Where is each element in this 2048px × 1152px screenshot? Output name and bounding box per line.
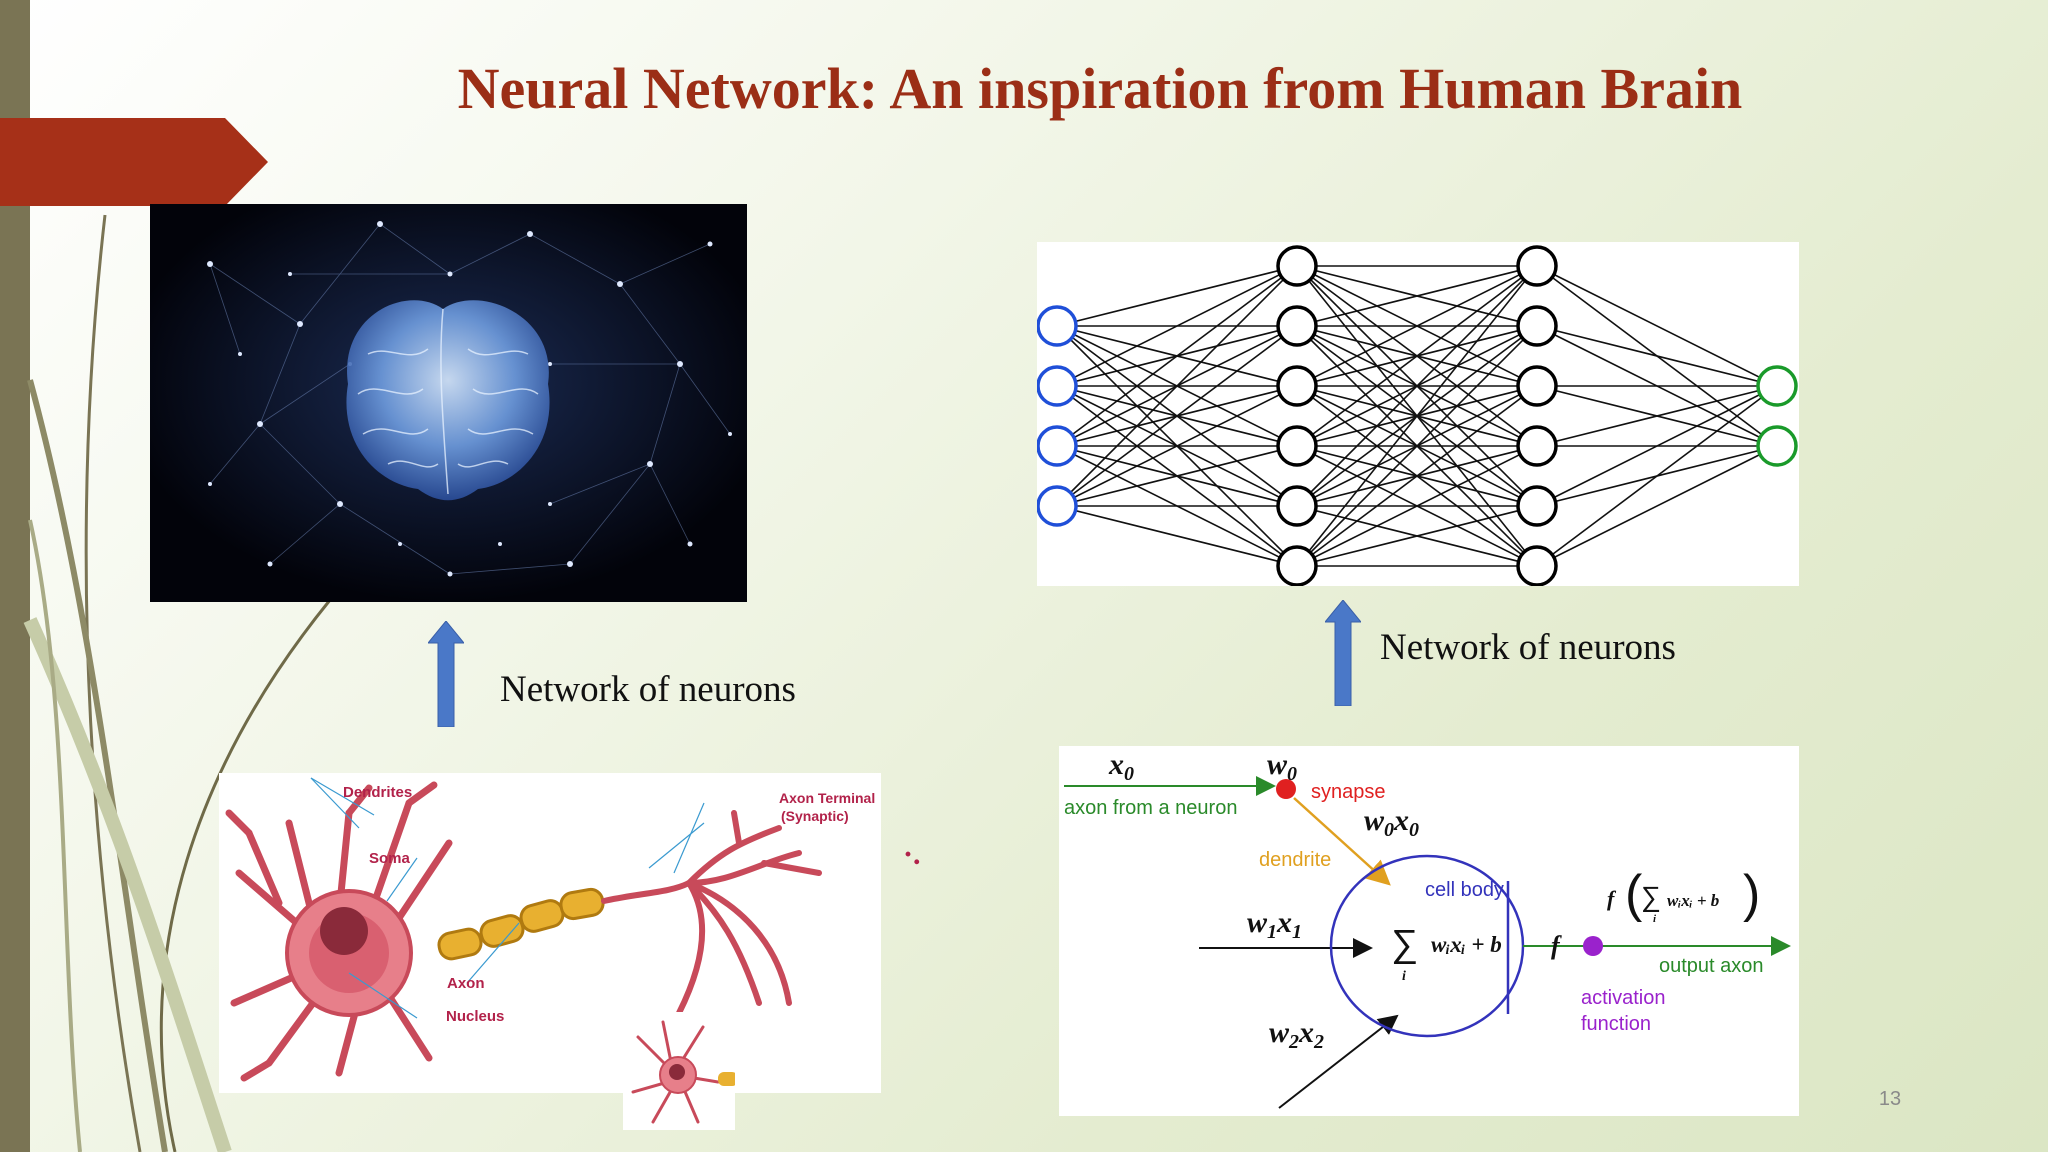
- nn-edge: [1056, 265, 1298, 507]
- nn-edge: [1536, 385, 1778, 507]
- label-dendrites: Dendrites: [343, 784, 412, 801]
- label-f-prefix: f: [1607, 886, 1617, 911]
- label-f-expression: wᵢxᵢ + b: [1667, 891, 1719, 910]
- small-neuron-image: [623, 1012, 735, 1130]
- label-x0: x0: [1108, 748, 1134, 785]
- nn-edge: [1296, 445, 1538, 567]
- label-axon-terminal-synaptic: (Synaptic): [781, 808, 849, 824]
- page-number: 13: [1878, 1088, 1902, 1110]
- nn-edge: [1296, 265, 1538, 507]
- nn-edge: [1296, 265, 1538, 567]
- nn-edge: [1296, 385, 1538, 567]
- label-nucleus: Nucleus: [446, 1008, 504, 1025]
- label-soma: Soma: [369, 850, 411, 867]
- nn-edge: [1536, 265, 1778, 387]
- nn-edge: [1296, 265, 1538, 387]
- sum-symbol-icon: ∑: [1391, 923, 1418, 965]
- left-caption: Network of neurons: [500, 669, 796, 710]
- label-sum-expression: wᵢxᵢ + b: [1431, 932, 1502, 957]
- nn-edge: [1056, 445, 1298, 507]
- nn-edge: [1056, 325, 1298, 507]
- close-paren-icon: ): [1743, 865, 1760, 923]
- nn-edge: [1536, 325, 1778, 387]
- nn-edge: [1056, 385, 1298, 507]
- nn-node-hidden: [1516, 425, 1558, 467]
- label-w0x0: w0x0: [1364, 804, 1419, 841]
- label-output-axon: output axon: [1659, 955, 1764, 977]
- label-f: f: [1551, 931, 1562, 960]
- up-arrow-left: [428, 621, 464, 727]
- small-neuron-icon: [631, 1020, 735, 1124]
- nn-edge: [1296, 265, 1538, 447]
- nn-node-output: [1756, 425, 1798, 467]
- up-arrow-right: [1325, 600, 1361, 706]
- nn-node-hidden: [1516, 305, 1558, 347]
- sum-symbol-small-icon: ∑: [1641, 881, 1661, 912]
- label-synapse: synapse: [1311, 781, 1386, 803]
- nn-node-hidden: [1276, 425, 1318, 467]
- label-w1x1: w1x1: [1247, 906, 1302, 943]
- nn-edge: [1056, 505, 1298, 567]
- nn-node-input: [1037, 425, 1078, 467]
- nn-edge: [1296, 265, 1538, 327]
- nn-edge: [1536, 445, 1778, 567]
- nn-node-hidden: [1276, 365, 1318, 407]
- slide-title: Neural Network: An inspiration from Huma…: [457, 56, 1743, 121]
- nn-node-hidden: [1276, 485, 1318, 527]
- label-axon-from-neuron: axon from a neuron: [1064, 797, 1237, 819]
- nn-edge: [1296, 325, 1538, 567]
- nn-node-hidden: [1516, 365, 1558, 407]
- nn-node-output: [1756, 365, 1798, 407]
- nn-node-hidden: [1516, 545, 1558, 586]
- sum-index: i: [1402, 969, 1406, 984]
- neuron-diagram: Dendrites Soma Axon Nucleus Axon Termina…: [219, 773, 881, 1093]
- label-w0: w0: [1267, 748, 1297, 785]
- nn-node-hidden: [1276, 245, 1318, 287]
- right-caption: Network of neurons: [1380, 627, 1676, 668]
- nn-node-hidden: [1276, 305, 1318, 347]
- nn-node-input: [1037, 365, 1078, 407]
- sum-index-small: i: [1653, 913, 1657, 925]
- neural-network-diagram: [1037, 242, 1799, 586]
- open-paren-icon: (: [1625, 865, 1643, 923]
- nn-node-input: [1037, 305, 1078, 347]
- brain-network-illustration: [150, 204, 747, 602]
- perceptron-diagram: x0 w0 synapse axon from a neuron w0x0 de…: [1059, 746, 1799, 1116]
- nn-node-hidden: [1516, 245, 1558, 287]
- nn-edge: [1536, 385, 1778, 567]
- nn-edge: [1056, 265, 1298, 327]
- nn-edge: [1056, 265, 1298, 387]
- label-dendrite: dendrite: [1259, 849, 1331, 871]
- label-axon-terminal: Axon Terminal: [779, 790, 875, 806]
- accent-arrow-tab: [0, 118, 268, 206]
- label-activation: activation: [1581, 987, 1666, 1009]
- nn-node-input: [1037, 485, 1078, 527]
- brain-image: [150, 204, 747, 602]
- nn-node-hidden: [1516, 485, 1558, 527]
- label-axon: Axon: [447, 975, 485, 992]
- label-w2x2: w2x2: [1269, 1016, 1324, 1053]
- perceptron-model: x0 w0 synapse axon from a neuron w0x0 de…: [1064, 748, 1791, 1109]
- label-cell-body: cell body: [1425, 879, 1504, 901]
- nn-edge: [1296, 505, 1538, 567]
- nn-node-hidden: [1276, 545, 1318, 586]
- neuron-illustration: Dendrites Soma Axon Nucleus Axon Termina…: [225, 777, 875, 1082]
- stray-mark: ·.: [903, 838, 921, 871]
- nn-edge: [1536, 385, 1778, 447]
- neural-network-graph: [1037, 245, 1798, 586]
- label-function: function: [1581, 1013, 1651, 1035]
- nn-edge: [1056, 265, 1298, 447]
